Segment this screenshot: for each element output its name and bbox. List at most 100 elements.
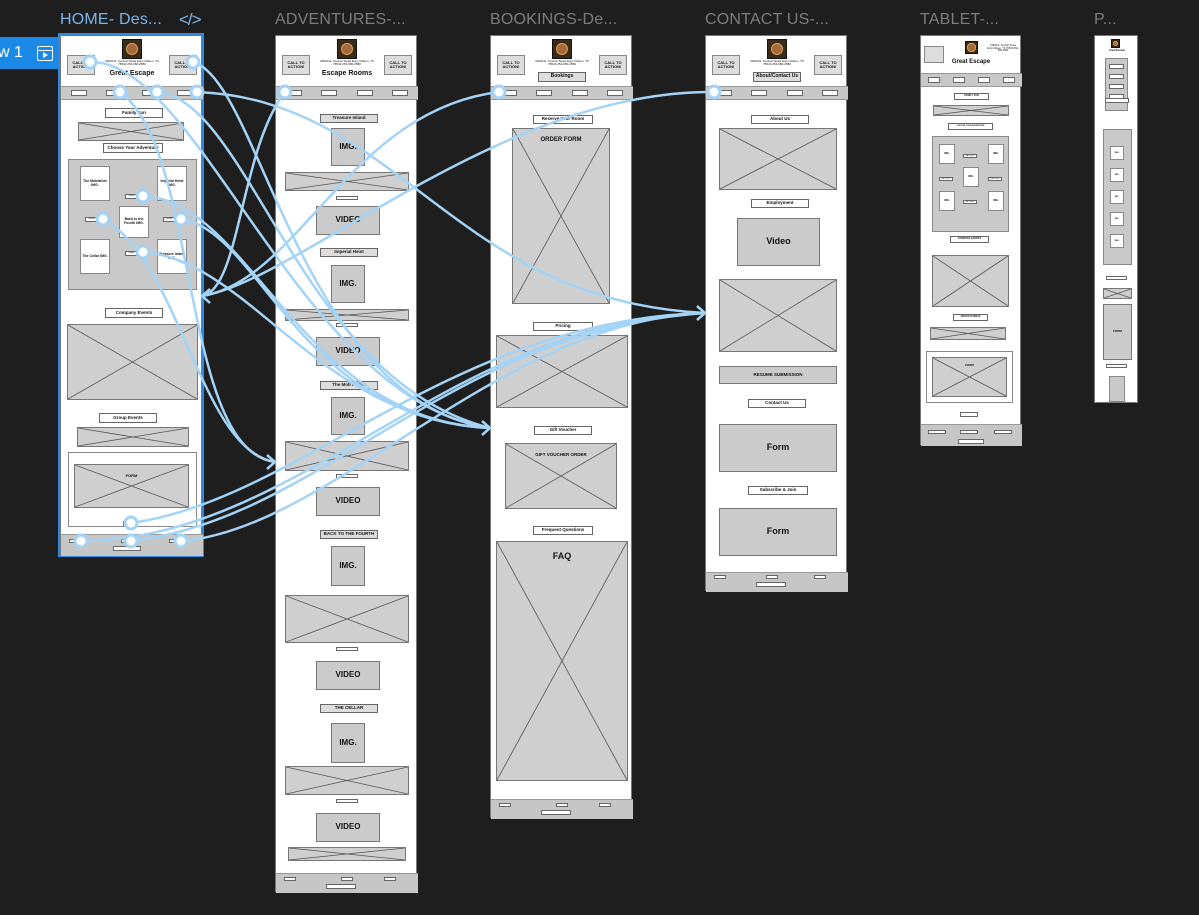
small-button[interactable]: ACTION [988, 177, 1002, 181]
frame-title-contact[interactable]: CONTACT US-... [705, 11, 829, 28]
small-button[interactable] [960, 412, 978, 417]
small-button[interactable]: Book [85, 217, 98, 222]
nav-link[interactable] [1003, 77, 1016, 83]
nav-bar[interactable] [706, 86, 848, 100]
frame-home[interactable]: CALL TO ACTION!CALL TO ACTION!44600 E. C… [58, 33, 204, 557]
nav-link[interactable] [786, 90, 803, 96]
small-button[interactable] [766, 575, 778, 579]
nav-link[interactable] [927, 77, 940, 83]
small-button[interactable] [384, 877, 396, 881]
small-button[interactable] [714, 575, 726, 579]
frame-title-phone[interactable]: P... [1094, 11, 1117, 28]
call-to-action-button[interactable]: CALL TO ACTION! [384, 55, 412, 75]
frame-contact[interactable]: CALL TO ACTION!CALL TO ACTION!44600 E. C… [705, 35, 848, 592]
small-button[interactable] [960, 430, 978, 434]
nav-bar[interactable] [491, 86, 633, 100]
nav-link[interactable] [177, 90, 194, 96]
nav-bar[interactable] [61, 86, 203, 100]
text: Great Escape [1109, 49, 1125, 52]
nav-link[interactable] [571, 90, 588, 96]
small-button[interactable] [284, 877, 296, 881]
nav-link[interactable] [952, 77, 965, 83]
call-to-action-button[interactable] [924, 46, 944, 63]
frame-adventures[interactable]: CALL TO ACTION!CALL TO ACTION!44600 E. C… [275, 35, 418, 893]
small-button[interactable] [69, 539, 79, 543]
nav-link[interactable] [978, 77, 991, 83]
small-button[interactable] [336, 474, 358, 478]
small-button[interactable]: Book [125, 251, 138, 256]
frame-title-home[interactable]: HOME- Des... [60, 11, 162, 28]
section-label: Group Events [99, 413, 157, 423]
content-block: IMG. [331, 397, 365, 435]
small-button[interactable] [541, 810, 571, 815]
small-button[interactable] [958, 439, 984, 444]
nav-link[interactable] [715, 90, 732, 96]
image-placeholder [719, 279, 837, 352]
image-placeholder [496, 335, 628, 408]
frame-title-adventures[interactable]: ADVENTURES-... [275, 11, 406, 28]
nav-link[interactable] [285, 90, 302, 96]
text: 44600 E. Central Texas Expy Killeen, TX … [987, 44, 1019, 53]
call-to-action-button[interactable]: CALL TO ACTION! [169, 55, 197, 75]
nav-link[interactable] [321, 90, 338, 96]
small-button[interactable] [599, 803, 611, 807]
small-button[interactable] [341, 877, 353, 881]
small-button[interactable] [756, 582, 786, 587]
nav-link[interactable] [822, 90, 839, 96]
image-placeholder [285, 595, 409, 643]
nav-link[interactable] [536, 90, 553, 96]
small-button[interactable] [336, 799, 358, 803]
nav-bar[interactable] [276, 86, 418, 100]
small-button[interactable] [1109, 64, 1124, 69]
small-button[interactable] [1109, 84, 1124, 89]
small-button[interactable] [1106, 276, 1127, 280]
frame-tablet[interactable]: 44600 E. Central Texas Expy Killeen, TX … [920, 35, 1022, 446]
nav-link[interactable] [607, 90, 624, 96]
nav-link[interactable] [70, 90, 87, 96]
small-button[interactable] [336, 196, 358, 200]
small-button[interactable] [121, 539, 131, 543]
frame-bookings[interactable]: CALL TO ACTION!CALL TO ACTION!44600 E. C… [490, 35, 633, 819]
small-button[interactable]: Book [125, 194, 138, 199]
small-button[interactable] [1105, 98, 1129, 103]
small-button[interactable]: Book [163, 217, 176, 222]
prototype-flow-tab[interactable]: w 1 [0, 37, 58, 69]
nav-link[interactable] [751, 90, 768, 96]
placeholder-cross-icon [289, 848, 405, 860]
small-button[interactable]: ACTION [963, 154, 977, 158]
small-button[interactable] [123, 521, 133, 526]
code-icon[interactable]: </> [179, 10, 202, 29]
small-button[interactable] [336, 323, 358, 327]
call-to-action-button[interactable]: CALL TO ACTION! [599, 55, 627, 75]
call-to-action-button[interactable]: CALL TO ACTION! [712, 55, 740, 75]
placeholder-cross-icon [720, 129, 836, 189]
image-placeholder [1103, 288, 1132, 299]
nav-link[interactable] [500, 90, 517, 96]
small-button[interactable] [1109, 74, 1124, 79]
nav-link[interactable] [356, 90, 373, 96]
nav-link[interactable] [106, 90, 123, 96]
small-button[interactable] [326, 884, 356, 889]
small-button[interactable]: ACTION [963, 200, 977, 204]
small-button[interactable] [994, 430, 1012, 434]
small-button[interactable] [814, 575, 826, 579]
small-button[interactable] [169, 539, 179, 543]
nav-link[interactable] [392, 90, 409, 96]
call-to-action-button[interactable]: CALL TO ACTION! [814, 55, 842, 75]
play-prototype-icon[interactable] [36, 45, 53, 61]
nav-bar[interactable] [921, 73, 1022, 87]
small-button[interactable] [556, 803, 568, 807]
call-to-action-button[interactable]: CALL TO ACTION! [497, 55, 525, 75]
small-button[interactable] [336, 647, 358, 651]
small-button[interactable] [113, 546, 141, 551]
small-button[interactable]: ACTION [939, 177, 953, 181]
nav-link[interactable] [141, 90, 158, 96]
frame-title-bookings[interactable]: BOOKINGS-De... [490, 11, 618, 28]
small-button[interactable] [499, 803, 511, 807]
small-button[interactable] [1106, 364, 1127, 368]
frame-title-tablet[interactable]: TABLET-... [920, 11, 1000, 28]
adventure-image: The Cellar IMG. [80, 239, 110, 274]
small-button[interactable] [928, 430, 946, 434]
connection-wire[interactable] [201, 91, 286, 298]
